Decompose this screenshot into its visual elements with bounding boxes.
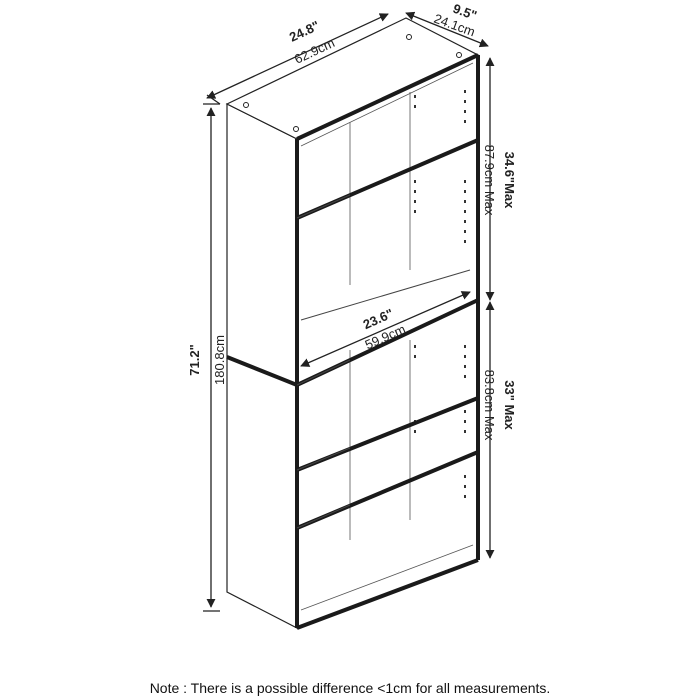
depth-arrow	[405, 11, 489, 48]
top-screw-1	[243, 102, 249, 108]
top-screw-3	[406, 34, 412, 40]
dimension-lines	[203, 11, 495, 612]
top-screw-2	[293, 126, 299, 132]
middle-joint-line	[226, 355, 298, 387]
bookcase-drawing	[225, 17, 480, 630]
shelf-pin-holes	[414, 90, 466, 498]
upper-height-cm-label: 87.9cm Max	[482, 145, 497, 216]
shelf-depth-edges	[296, 194, 471, 529]
upper-height-inches-label: 34.6"Max	[502, 152, 517, 210]
top-screw-4	[456, 52, 462, 58]
lower-height-inches-label: 33" Max	[502, 380, 517, 430]
lower-height-cm-label: 83.8cm Max	[482, 370, 497, 441]
measurement-note: Note : There is a possible difference <1…	[149, 680, 551, 696]
width-arrow	[206, 13, 389, 99]
height-inches-label: 71.2"	[187, 344, 202, 375]
back-panel-lines	[300, 62, 474, 611]
inner-width-arrow	[300, 291, 471, 367]
left-side-panel	[226, 103, 298, 629]
height-cm-label: 180.8cm	[212, 335, 227, 385]
